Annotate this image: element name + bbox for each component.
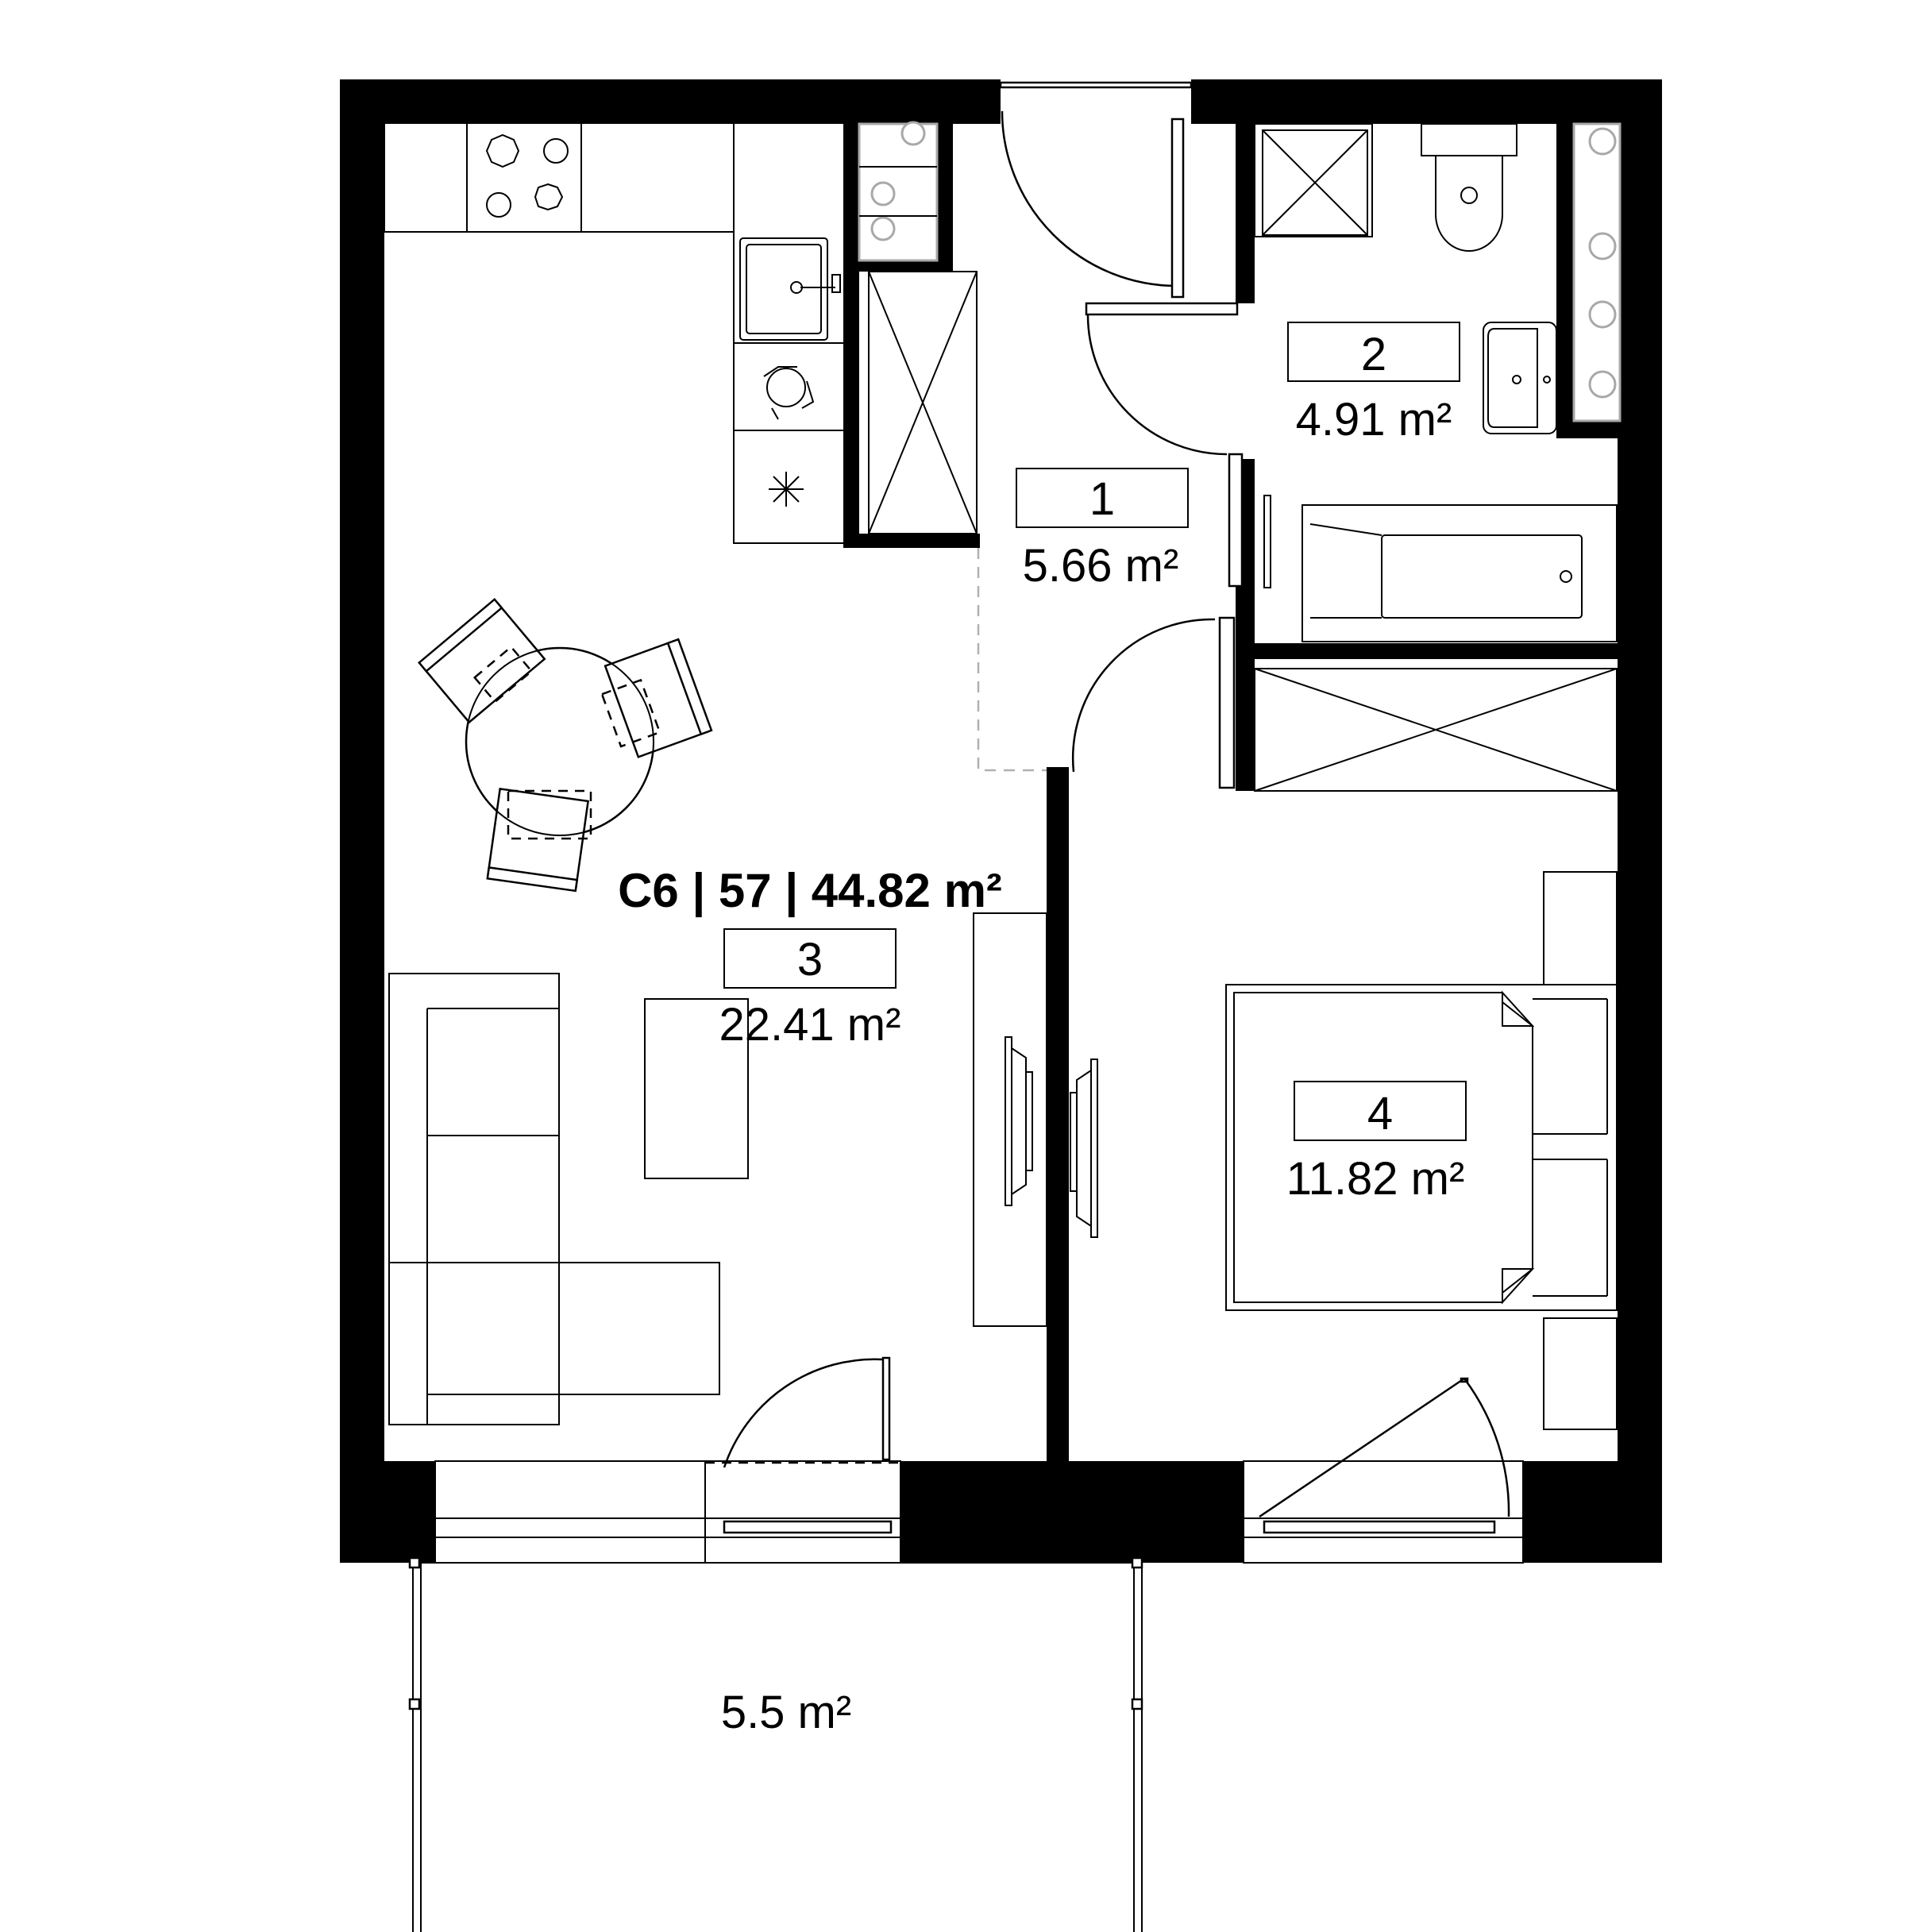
wardrobe — [1254, 668, 1618, 792]
living-balcony-door — [723, 1356, 891, 1468]
room-labels: 1 5.66 m² 2 4.91 m² C6 | 57 | 44.82 m² 3… — [618, 322, 1467, 1738]
unit-id-label: C6 | 57 | 44.82 m² — [618, 864, 1002, 918]
tv-bedroom — [1070, 1059, 1098, 1238]
room-2-area: 4.91 m² — [1296, 394, 1452, 445]
bathroom — [1254, 122, 1622, 642]
bathtub — [1301, 504, 1618, 642]
fridge-freezer — [769, 472, 804, 507]
room-4-number: 4 — [1367, 1088, 1393, 1140]
toilet — [1421, 123, 1517, 252]
room-2-number: 2 — [1361, 329, 1386, 380]
washing-machine — [1254, 123, 1373, 237]
bedroom-door — [1071, 616, 1236, 789]
washbasin — [1483, 322, 1557, 434]
doors — [723, 81, 1510, 1518]
room-3-label: C6 | 57 | 44.82 m² 3 22.41 m² — [618, 864, 1002, 1051]
kitchen-sink — [739, 237, 841, 341]
balcony — [408, 1556, 1143, 1932]
bed — [1225, 984, 1618, 1311]
room-4-area: 11.82 m² — [1286, 1153, 1465, 1205]
room-2-label: 2 4.91 m² — [1287, 322, 1460, 445]
dishwasher — [763, 366, 815, 420]
room-1-label: 1 5.66 m² — [1016, 468, 1189, 592]
room-1-number: 1 — [1089, 473, 1115, 525]
dining-set — [418, 598, 713, 893]
coffee-table — [644, 998, 749, 1179]
sofa — [388, 973, 720, 1425]
exterior-walls — [340, 79, 1662, 1563]
tv — [1005, 1036, 1033, 1206]
room-3-number: 3 — [797, 934, 823, 985]
room-3-area: 22.41 m² — [719, 999, 901, 1051]
bedroom-furniture — [1225, 871, 1618, 1430]
entrance-door — [999, 81, 1193, 299]
living-furniture — [388, 912, 1098, 1425]
windows — [434, 1460, 1524, 1564]
bathroom-door — [1085, 302, 1244, 588]
room-1-area: 5.66 m² — [1023, 540, 1179, 592]
tv-cabinet — [973, 912, 1047, 1327]
cooktop — [485, 133, 569, 218]
kitchen — [384, 121, 1047, 772]
bedroom-balcony-door — [1259, 1377, 1510, 1518]
interior-walls — [843, 119, 1620, 1466]
room-4-label: 4 11.82 m² — [1286, 1081, 1467, 1205]
balcony-area: 5.5 m² — [721, 1687, 851, 1738]
